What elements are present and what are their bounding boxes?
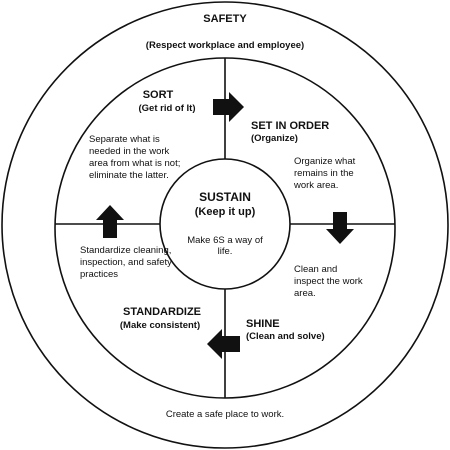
set-in-order-title: SET IN ORDER bbox=[251, 120, 330, 132]
standardize-title: STANDARDIZE bbox=[122, 306, 201, 318]
safety-subtitle: (Respect workplace and employee) bbox=[145, 40, 305, 51]
shine-title: SHINE bbox=[246, 318, 280, 330]
shine-subtitle: (Clean and solve) bbox=[246, 331, 325, 342]
shine-description: Clean and inspect the work area. bbox=[294, 264, 363, 299]
arrow-up-icon bbox=[96, 205, 124, 238]
center-circle bbox=[159, 158, 291, 290]
arrow-down-icon bbox=[326, 212, 354, 244]
set-in-order-description: Organize what remains in the work area. bbox=[294, 156, 356, 191]
sort-subtitle: (Get rid of It) bbox=[138, 103, 196, 114]
sort-title: SORT bbox=[142, 89, 174, 101]
standardize-description: Standardize cleaning, inspection, and sa… bbox=[80, 245, 172, 280]
safety-title: SAFETY bbox=[203, 13, 247, 25]
arrow-left-icon bbox=[207, 329, 240, 359]
sort-description: Separate what is needed in the work area… bbox=[89, 134, 181, 181]
safety-footer: Create a safe place to work. bbox=[165, 409, 285, 420]
standardize-subtitle: (Make consistent) bbox=[119, 320, 201, 331]
sustain-title: SUSTAIN bbox=[199, 190, 251, 204]
set-in-order-subtitle: (Organize) bbox=[251, 133, 298, 144]
arrow-right-icon bbox=[213, 92, 244, 122]
sustain-description: Make 6S a way of life. bbox=[187, 235, 263, 258]
sustain-subtitle: (Keep it up) bbox=[194, 206, 256, 218]
